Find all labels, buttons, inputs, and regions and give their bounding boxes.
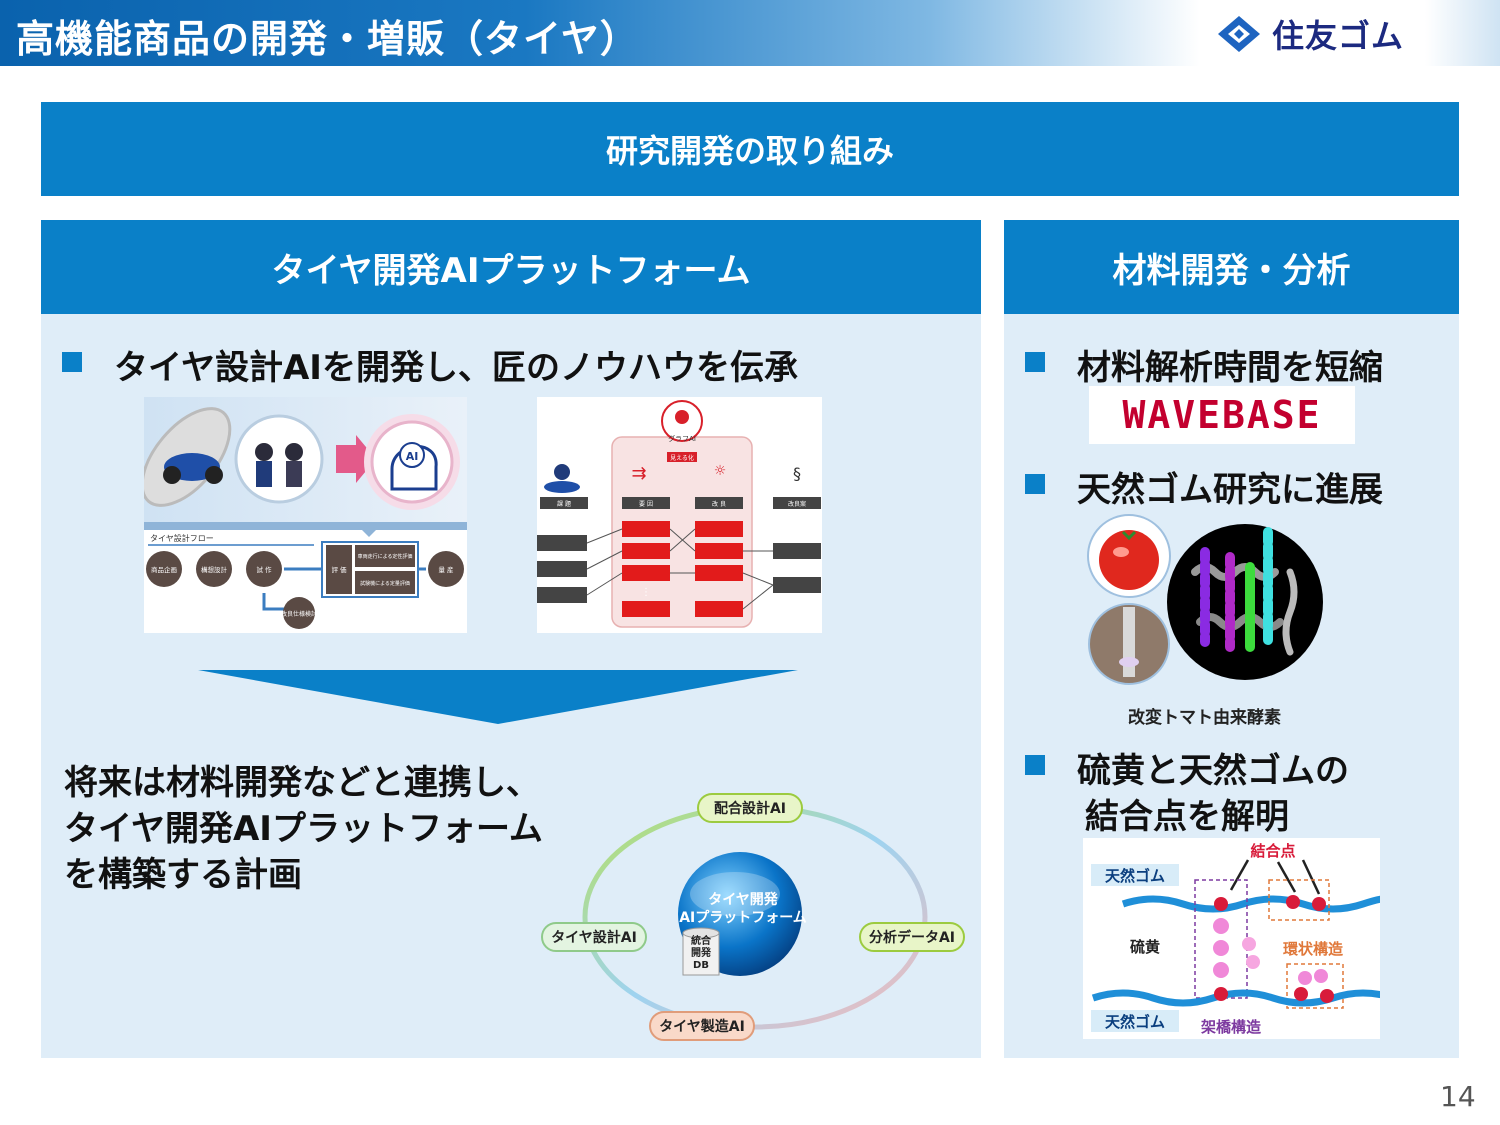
- left-bullet-text: タイヤ設計AIを開発し、匠のノウハウを伝承: [114, 348, 798, 388]
- right-bullet-1: 材料解析時間を短縮: [1025, 340, 1383, 389]
- diamond-logo-icon: [1218, 16, 1260, 52]
- label-binding-point: 結合点: [1250, 842, 1295, 860]
- label-rubber-bottom: 天然ゴム: [1105, 1013, 1165, 1031]
- svg-text:⇉: ⇉: [631, 463, 646, 484]
- ai-label: AI: [406, 450, 419, 463]
- right-bullet-3-cont: 結合点を解明: [1085, 789, 1289, 838]
- main-banner: 研究開発の取り組み: [41, 102, 1459, 196]
- right-bullet-3-line1: 硫黄と天然ゴムの: [1077, 751, 1349, 791]
- flow-step-4: 評 価: [331, 565, 347, 574]
- bullet-square-icon: [1025, 755, 1045, 775]
- column-proposal: 改良案: [788, 500, 806, 508]
- right-bullet-3-line2: 結合点を解明: [1085, 797, 1289, 837]
- eval-item-1: 車両走行による定性評価: [358, 553, 413, 560]
- company-logo: 住友ゴム: [1216, 14, 1405, 55]
- flow-step-5: 量 産: [438, 565, 454, 574]
- left-banner: タイヤ開発AIプラットフォーム: [41, 220, 981, 314]
- column-improve: 改 良: [712, 500, 726, 508]
- bullet-square-icon: [62, 352, 82, 372]
- bullet-square-icon: [1025, 474, 1045, 494]
- node-analysis-ai: 分析データAI: [869, 929, 955, 946]
- column-factor: 要 因: [639, 501, 653, 508]
- down-arrow-icon: [198, 670, 798, 724]
- label-sulfur: 硫黄: [1130, 938, 1160, 956]
- svg-text:⋮: ⋮: [641, 587, 651, 598]
- slide-title: 高機能商品の開発・増販（タイヤ）: [16, 17, 639, 61]
- db-label-1: 統合: [691, 934, 712, 947]
- right-bullet-1-text: 材料解析時間を短縮: [1077, 348, 1383, 388]
- left-bullet: タイヤ設計AIを開発し、匠のノウハウを伝承: [62, 340, 798, 389]
- page-number: 14: [1440, 1080, 1476, 1113]
- node-manufacturing-ai: タイヤ製造AI: [659, 1018, 745, 1035]
- right-banner: 材料開発・分析: [1004, 220, 1459, 314]
- database-icon: [682, 927, 720, 976]
- node-design-ai: タイヤ設計AI: [551, 929, 637, 946]
- flow-step-1: 商品企画: [151, 565, 177, 574]
- crosslink-structure-image: 結合点 天然ゴム 硫黄 環状構造 天然ゴム 架橋構造: [1083, 838, 1380, 1039]
- plan-text: 将来は材料開発などと連携し、 タイヤ開発AIプラットフォーム を構築する計画: [64, 763, 543, 895]
- flow-step-2: 構想設計: [201, 565, 228, 574]
- protein-structure-icon: [1191, 527, 1298, 656]
- node-compound-ai: 配合設計AI: [714, 800, 786, 817]
- header-bar: 高機能商品の開発・増販（タイヤ） 住友ゴム: [0, 0, 1500, 66]
- visualize-label: 見える化: [670, 454, 694, 462]
- right-bullet-2-text: 天然ゴム研究に進展: [1077, 470, 1383, 510]
- ai-platform-cycle: タイヤ開発 AIプラットフォーム 統合 開発 DB 配合設計AI 分析データAI…: [535, 782, 975, 1052]
- bullet-square-icon: [1025, 352, 1045, 372]
- tomato-icon: [1099, 530, 1159, 590]
- eval-item-2: 試験機による定量評価: [360, 580, 410, 587]
- platform-center-line2: AIプラットフォーム: [679, 910, 807, 926]
- right-bullet-3: 硫黄と天然ゴムの: [1025, 743, 1349, 792]
- svg-text:§: §: [793, 464, 801, 483]
- right-bullet-2: 天然ゴム研究に進展: [1025, 462, 1383, 511]
- platform-center-line1: タイヤ開発: [708, 891, 779, 908]
- db-label-3: DB: [693, 960, 709, 971]
- enzyme-caption: 改変トマト由来酵素: [1128, 708, 1281, 728]
- label-crosslink-structure: 架橋構造: [1200, 1018, 1261, 1036]
- tomato-enzyme-image: [1085, 512, 1330, 692]
- label-ring-structure: 環状構造: [1283, 940, 1343, 958]
- tire-design-flow-image: AI タイヤ設計フロー 商品企画 構想設計 試 作 評 価 車両走行による定性評…: [144, 397, 467, 633]
- graph-ai-badge: グラフAI: [668, 434, 696, 443]
- label-rubber-top: 天然ゴム: [1105, 867, 1165, 885]
- wavebase-logo: WAVEBASE: [1089, 386, 1355, 444]
- flow-title: タイヤ設計フロー: [150, 533, 214, 543]
- flow-step-3: 試 作: [256, 565, 272, 574]
- column-issue: 課 題: [557, 500, 571, 508]
- graph-ai-image: グラフAI 見える化 ⇉ ☼ § 課 題 要 因 改 良 改良案 ⋮: [537, 397, 822, 633]
- flow-feedback: 改良仕様検討: [281, 610, 317, 618]
- db-label-2: 開発: [691, 946, 712, 959]
- svg-text:☼: ☼: [714, 463, 727, 479]
- logo-text: 住友ゴム: [1272, 17, 1405, 55]
